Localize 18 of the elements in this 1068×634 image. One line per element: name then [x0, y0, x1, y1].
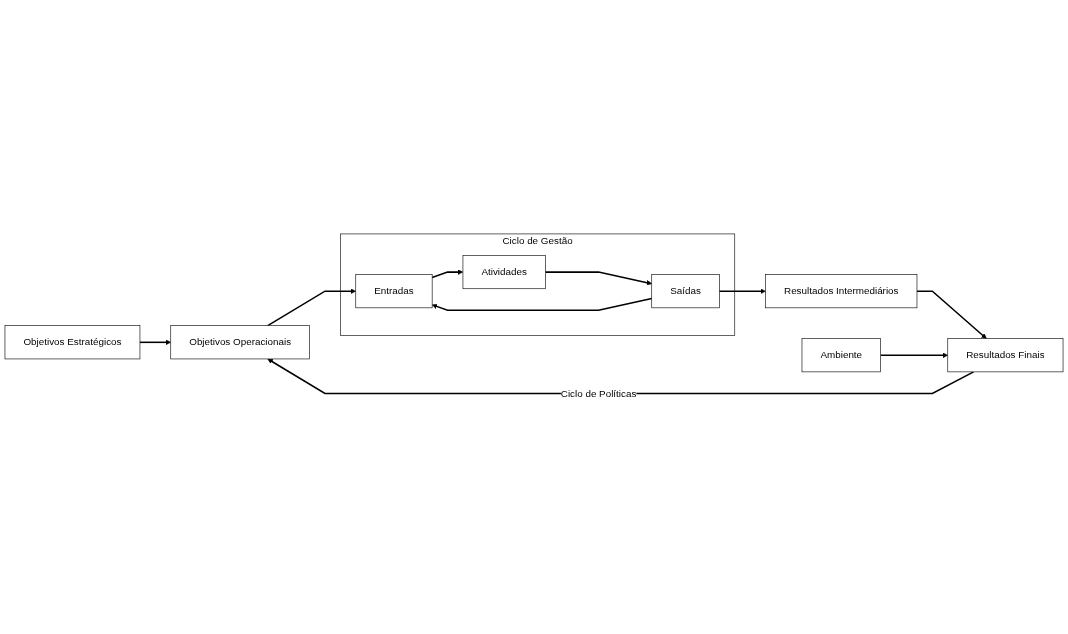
node-box: Objetivos Operacionais [170, 325, 310, 359]
node-box: Resultados Finais [947, 337, 1064, 372]
arrow [139, 339, 171, 345]
arrow [544, 270, 652, 285]
arrow [718, 288, 766, 294]
edge-label: Ciclo de Políticas [560, 387, 637, 398]
arrow [266, 288, 356, 327]
node-box: Resultados Intermediários [765, 273, 918, 308]
node-box: Saídas [651, 273, 720, 308]
node-box: Atividades [462, 254, 546, 289]
node-box: Ambiente [801, 337, 881, 372]
arrow [916, 290, 987, 339]
arrow [431, 269, 464, 278]
node-box: Objetivos Estratégicos [4, 325, 141, 359]
arrow [431, 297, 653, 311]
arrow [879, 352, 948, 358]
node-box: Entradas [355, 273, 433, 308]
arrow [267, 358, 975, 394]
